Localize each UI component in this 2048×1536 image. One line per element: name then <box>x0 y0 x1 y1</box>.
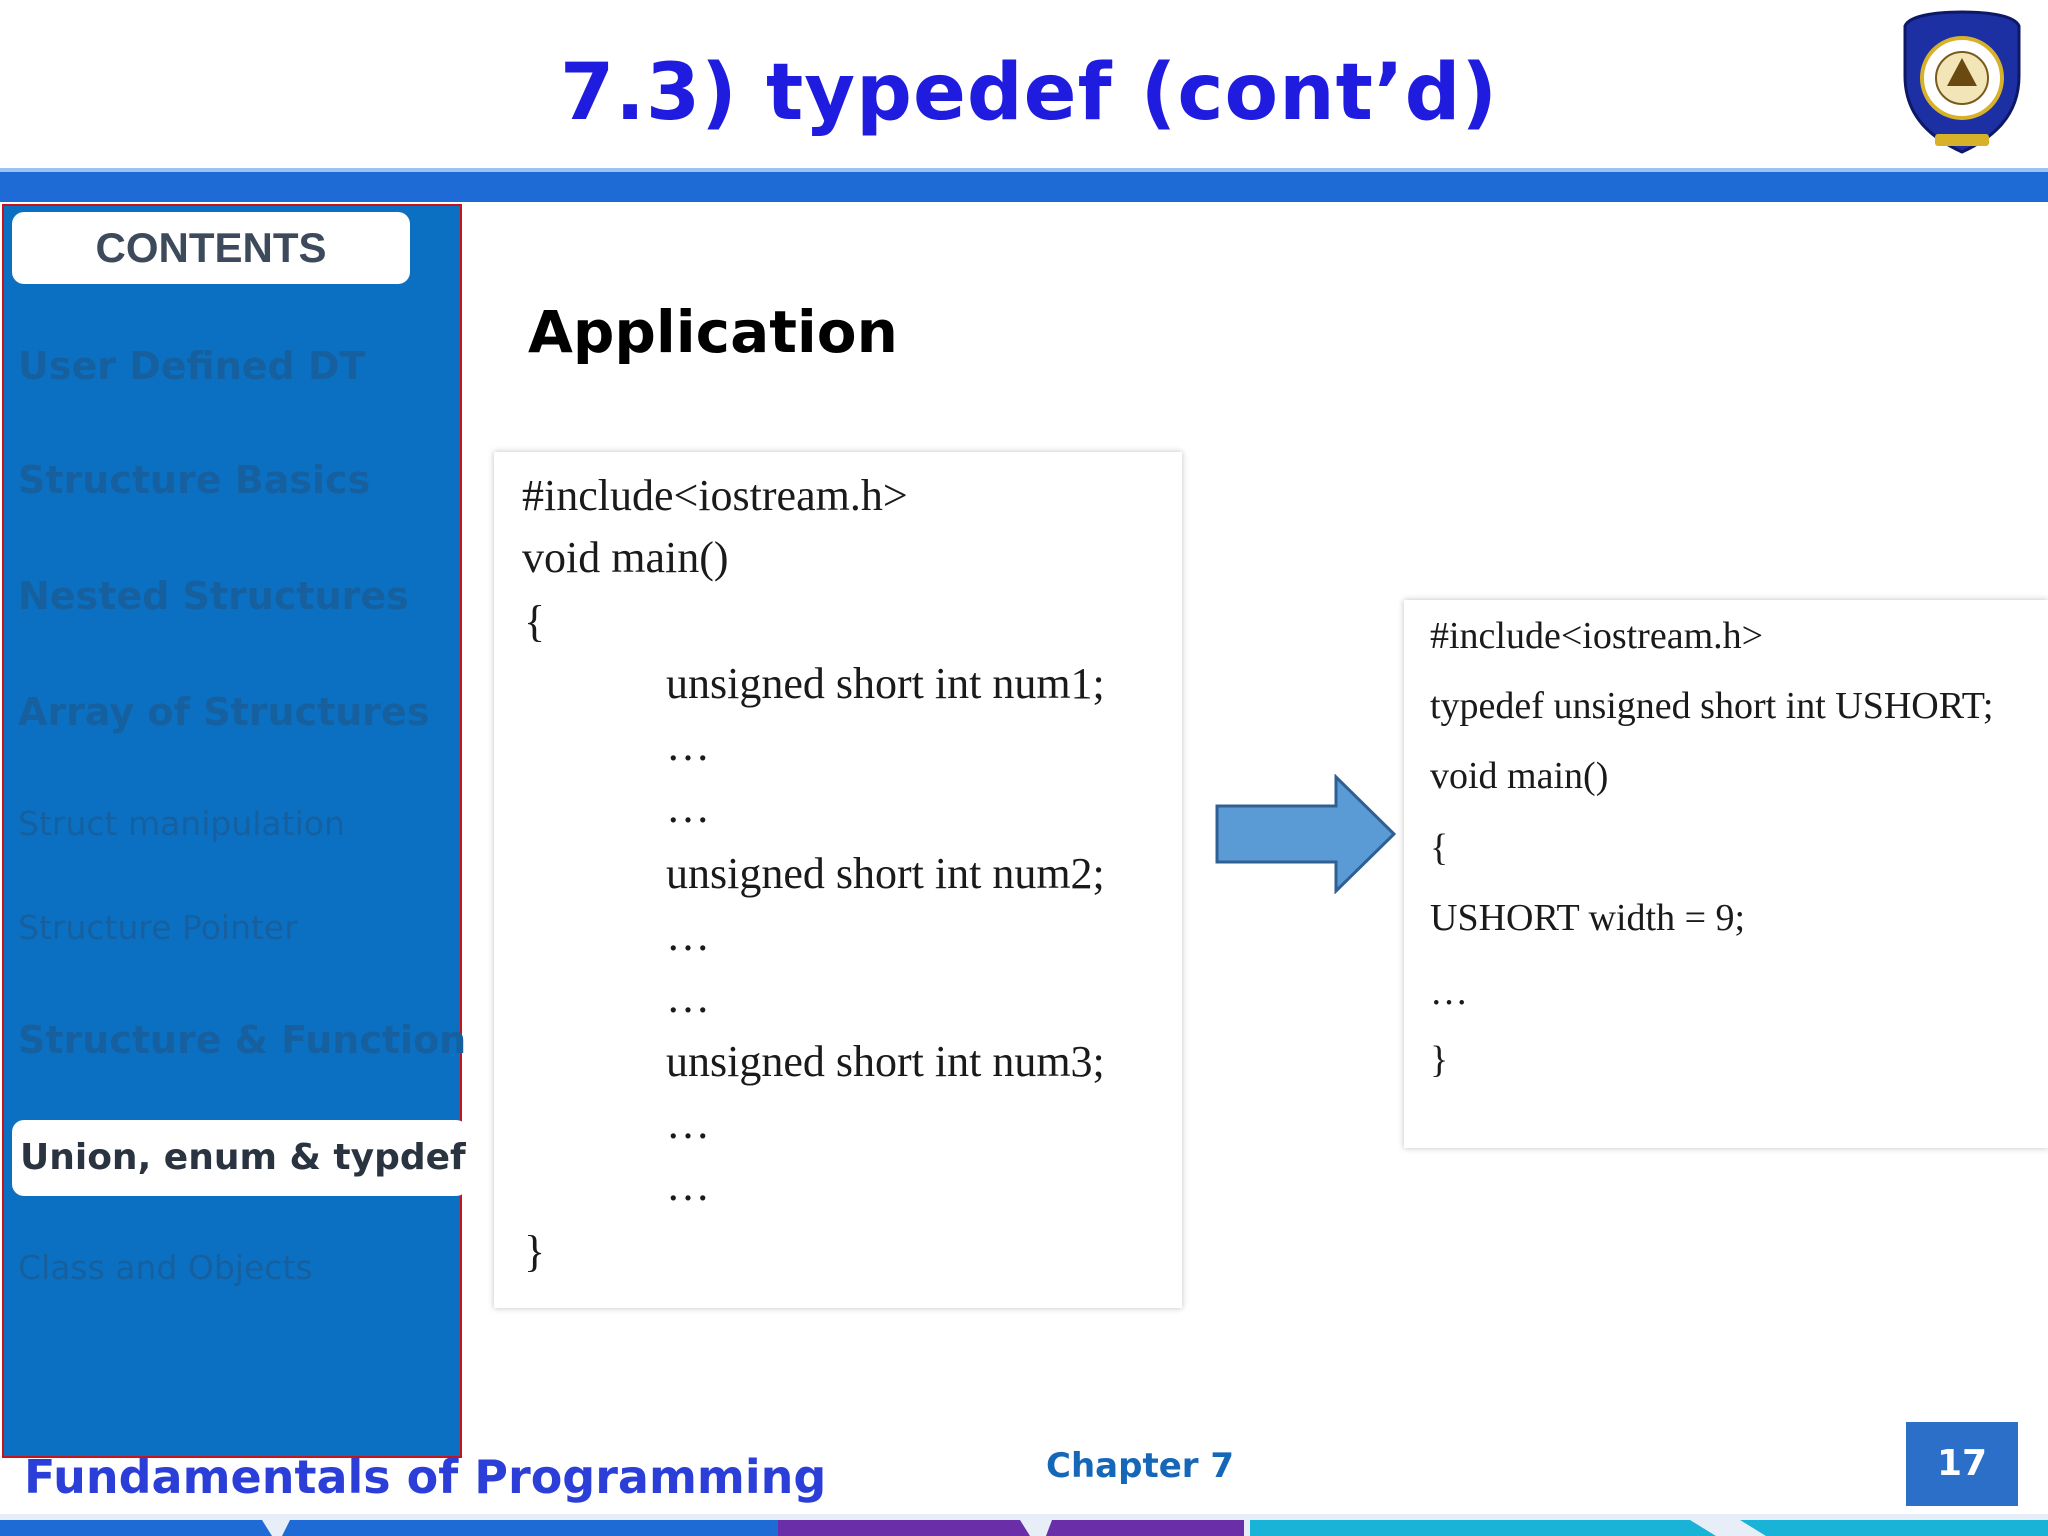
code-line: … <box>666 911 710 960</box>
code-line: void main() <box>1430 755 1609 797</box>
contents-header: CONTENTS <box>12 212 410 284</box>
sidebar-item-user-defined-dt[interactable]: User Defined DT <box>18 344 366 388</box>
sidebar-item-struct-manipulation[interactable]: Struct manipulation <box>18 804 345 843</box>
code-line: … <box>666 721 710 770</box>
code-line: { <box>1430 827 1449 869</box>
sidebar-item-array-of-structures[interactable]: Array of Structures <box>18 690 430 734</box>
code-line: … <box>1430 971 1468 1013</box>
section-heading: Application <box>528 298 898 366</box>
sidebar-item-structure-pointer[interactable]: Structure Pointer <box>18 908 298 947</box>
chapter-label: Chapter 7 <box>1046 1446 1235 1486</box>
code-line: … <box>666 1161 710 1210</box>
page-number-badge: 17 <box>1906 1422 2018 1506</box>
code-line: unsigned short int num2; <box>666 849 1105 898</box>
sidebar-item-nested-structures[interactable]: Nested Structures <box>18 574 409 618</box>
code-line: { <box>524 597 546 646</box>
code-line: #include<iostream.h> <box>522 471 908 520</box>
code-line: typedef unsigned short int USHORT; <box>1430 685 1994 727</box>
code-line: #include<iostream.h> <box>1430 615 1764 657</box>
code-line: unsigned short int num3; <box>666 1037 1105 1086</box>
sidebar-item-structure-function[interactable]: Structure & Function <box>18 1018 467 1062</box>
contents-sidebar: CONTENTS User Defined DT Structure Basic… <box>2 204 468 1458</box>
sidebar-item-union-enum-typedef[interactable]: Union, enum & typdef <box>12 1120 468 1196</box>
code-line: … <box>666 1099 710 1148</box>
sidebar-item-class-and-objects[interactable]: Class and Objects <box>18 1248 313 1287</box>
footer-decorative-bar <box>0 1514 2048 1536</box>
code-line: } <box>524 1227 546 1276</box>
code-after-typedef: #include<iostream.h> typedef unsigned sh… <box>1404 600 2048 1148</box>
university-logo <box>1903 10 2021 154</box>
title-divider-bar <box>0 172 2048 202</box>
code-line: … <box>666 783 710 832</box>
code-line: unsigned short int num1; <box>666 659 1105 708</box>
code-before-typedef: #include<iostream.h> void main() { unsig… <box>494 452 1182 1308</box>
course-title: Fundamentals of Programming <box>24 1450 827 1504</box>
code-line: USHORT width = 9; <box>1430 897 1746 939</box>
title-bar-highlight <box>0 168 2048 173</box>
code-line: } <box>1430 1039 1449 1081</box>
code-line: void main() <box>522 533 729 582</box>
code-line: … <box>666 973 710 1022</box>
right-arrow-icon <box>1215 774 1397 894</box>
slide-title: 7.3) typedef (cont’d) <box>560 48 1499 138</box>
sidebar-item-structure-basics[interactable]: Structure Basics <box>18 458 371 502</box>
